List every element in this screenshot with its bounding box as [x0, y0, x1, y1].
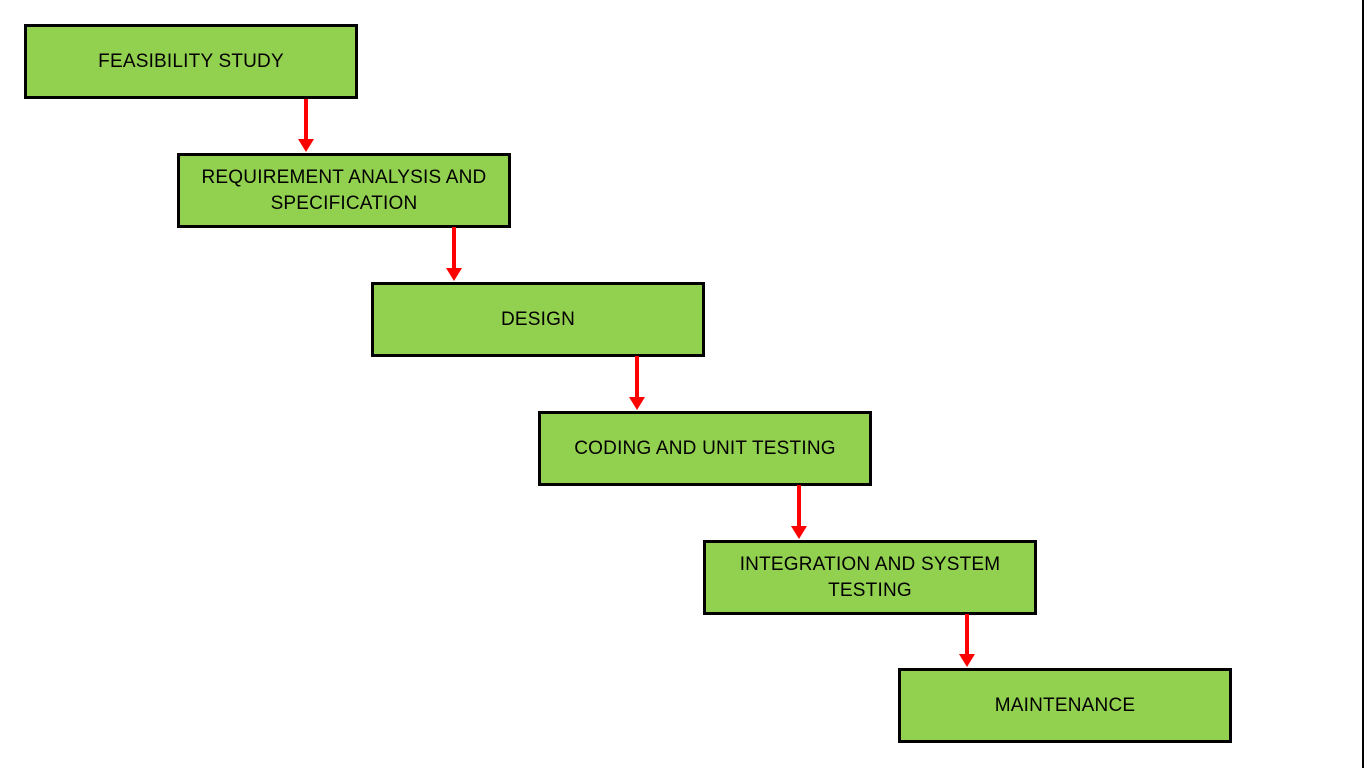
box-feasibility-study: FEASIBILITY STUDY [24, 24, 358, 99]
box-label: CODING AND UNIT TESTING [574, 437, 836, 459]
arrow-head-icon [298, 139, 314, 152]
arrow-shaft [635, 356, 639, 397]
down-arrow-4 [791, 485, 807, 539]
arrow-head-icon [959, 654, 975, 667]
box-design: DESIGN [371, 282, 705, 357]
box-label: FEASIBILITY STUDY [98, 50, 284, 72]
arrow-shaft [304, 99, 308, 139]
arrow-head-icon [629, 397, 645, 410]
box-requirement-analysis: REQUIREMENT ANALYSIS AND SPECIFICATION [177, 153, 511, 228]
box-label: REQUIREMENT ANALYSIS AND SPECIFICATION [201, 166, 487, 214]
box-integration-system-testing: INTEGRATION AND SYSTEM TESTING [703, 540, 1037, 615]
arrow-shaft [965, 614, 969, 654]
box-coding-unit-testing: CODING AND UNIT TESTING [538, 411, 872, 486]
arrow-shaft [797, 485, 801, 526]
down-arrow-5 [959, 614, 975, 667]
arrow-shaft [452, 227, 456, 268]
arrow-head-icon [791, 526, 807, 539]
box-label: MAINTENANCE [994, 694, 1136, 716]
down-arrow-3 [629, 356, 645, 410]
box-label: INTEGRATION AND SYSTEM TESTING [739, 553, 1001, 601]
box-maintenance: MAINTENANCE [898, 668, 1232, 743]
right-edge-line [1362, 0, 1364, 768]
down-arrow-2 [446, 227, 462, 281]
box-label: DESIGN [500, 308, 576, 330]
arrow-head-icon [446, 268, 462, 281]
down-arrow-1 [298, 99, 314, 152]
